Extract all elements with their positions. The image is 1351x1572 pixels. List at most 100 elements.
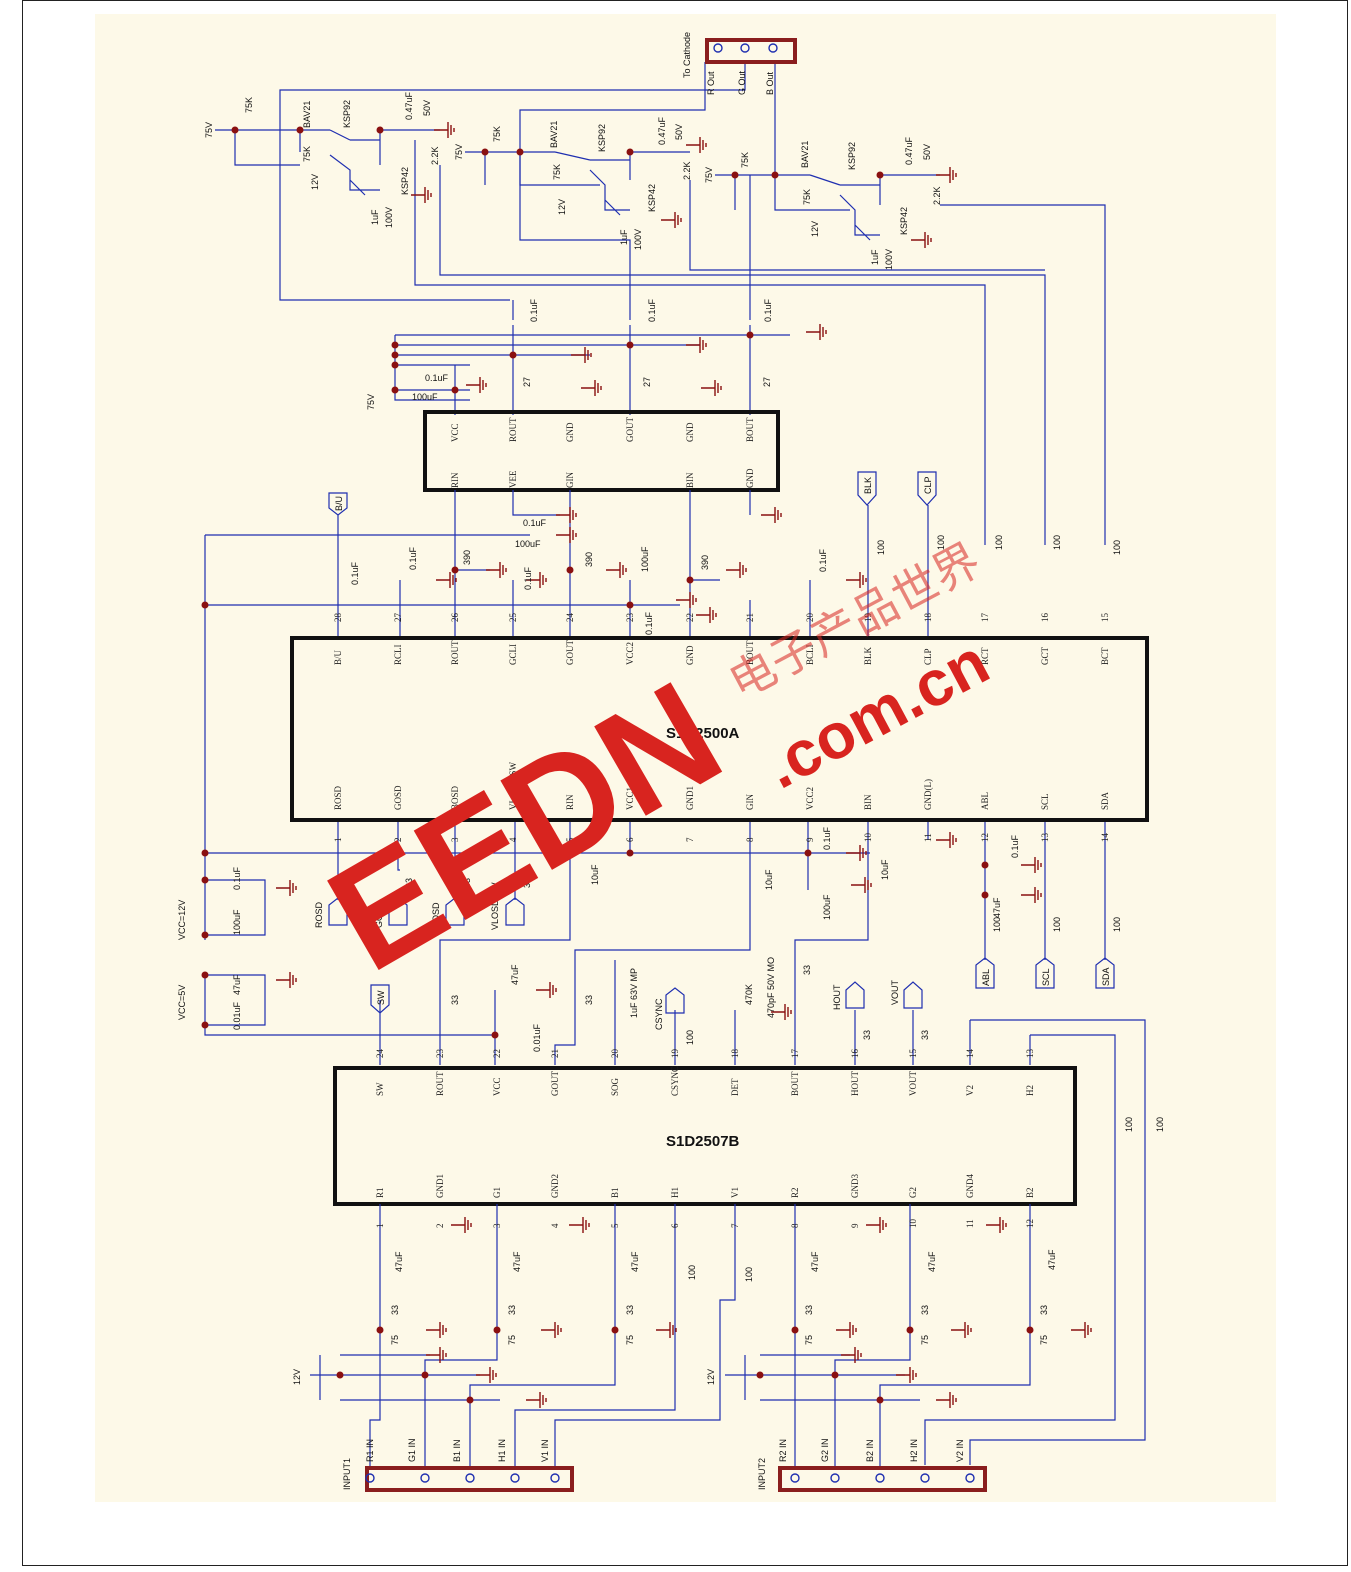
r100-h1: 100 xyxy=(687,1265,697,1280)
r27-b: 27 xyxy=(642,377,652,387)
ic1-top-pin-1-number: 27 xyxy=(393,613,403,623)
ic1-top-pin-12-number: 16 xyxy=(1040,613,1050,623)
cathode-pin-b: B Out xyxy=(765,71,775,95)
ic2-bottom-pin-5-number: 6 xyxy=(670,1223,680,1228)
junction-dots xyxy=(201,126,1034,1404)
ic1-bottom-pin-1-name: GOSD xyxy=(393,785,403,810)
ic1-bottom-pin-4-number: 5 xyxy=(565,837,575,842)
ic1-bottom-pin-1-number: 2 xyxy=(393,838,403,843)
ic2-bottom-pin-10-name: GND4 xyxy=(965,1174,975,1198)
amp-bottom-pin-1-name: VEE xyxy=(508,470,518,488)
amp-bottom-pin-2-name: GIN xyxy=(565,472,575,488)
ic2-bottom-pin-4-number: 5 xyxy=(610,1223,620,1228)
c47uf-b2: 47uF xyxy=(1047,1249,1057,1270)
r75-g2: 75 xyxy=(920,1335,930,1345)
cathode-pin-r: R Out xyxy=(706,71,716,95)
ic1-top-pin-9-name: BLK xyxy=(863,646,873,665)
r75-r2: 75 xyxy=(804,1335,814,1345)
supply-75v-3: 75V xyxy=(704,167,714,183)
c01-vcc2: 0.1uF xyxy=(822,826,832,850)
ic1-bottom-pin-0-number: 1 xyxy=(333,838,343,843)
r33-b1: 33 xyxy=(625,1305,635,1315)
ic1-bottom-pin-10-number: 11 xyxy=(923,833,933,842)
ic1-top-pin-13-name: BCT xyxy=(1100,647,1110,665)
ic2-top-pin-6-name: DET xyxy=(730,1078,740,1096)
input1-title: INPUT1 xyxy=(342,1458,352,1490)
ksp42-2: KSP42 xyxy=(647,184,657,212)
r27-a: 27 xyxy=(522,377,532,387)
ic1-top-pin-11-number: 17 xyxy=(980,613,990,623)
ksp92-2: KSP92 xyxy=(597,124,607,152)
ic2-bottom-pin-2-number: 3 xyxy=(492,1223,502,1228)
ic2-top-pin-3-name: GOUT xyxy=(550,1071,560,1096)
ic2-top-pin-0-name: SW xyxy=(375,1082,385,1096)
flag-clp: CLP xyxy=(923,476,933,494)
ic1-bottom-pin-6-number: 7 xyxy=(685,837,695,842)
ic2-bottom-pin-4-name: B1 xyxy=(610,1187,620,1198)
r75-g1: 75 xyxy=(507,1335,517,1345)
ic1-top-pin-1-name: RCLI xyxy=(393,644,403,665)
ic2-bottom-pin-7-name: R2 xyxy=(790,1187,800,1198)
r33-bout: 33 xyxy=(802,965,812,975)
ic2-bottom-pin-0-name: R1 xyxy=(375,1187,385,1198)
input1-pin-b: B1 IN xyxy=(452,1439,462,1462)
supply-12v-4: 12V xyxy=(292,1369,302,1385)
ic2-bottom-pin-3-number: 4 xyxy=(550,1223,560,1228)
r33-r1: 33 xyxy=(390,1305,400,1315)
r390-c: 390 xyxy=(700,555,710,570)
c047-1: 0.47uF xyxy=(404,91,414,120)
input1-pin-r: R1 IN xyxy=(365,1439,375,1462)
r100-csync: 100 xyxy=(685,1030,695,1045)
signal-flags: BLK CLP B/U ABL SCL SDA SW CSYNC HOUT VO… xyxy=(314,471,1115,1030)
ic1-top-pin-13-number: 15 xyxy=(1100,613,1110,623)
c01-b: 0.1uF xyxy=(647,298,657,322)
r75k-1: 75K xyxy=(244,97,254,113)
ic1-bottom-pin-10-name: GND(L) xyxy=(923,779,933,810)
c01-vcc12: 0.1uF xyxy=(232,866,242,890)
cathode-title: To Cathode xyxy=(682,32,692,78)
ic1-bottom-pin-12-number: 13 xyxy=(1040,833,1050,843)
input1-connector: INPUT1 R1 IN G1 IN B1 IN H1 IN V1 IN xyxy=(342,1438,550,1490)
r33-r2: 33 xyxy=(804,1305,814,1315)
supply-12v-2: 12V xyxy=(557,199,567,215)
ic1-bottom-pin-3-name: VLOSD_SW xyxy=(508,761,518,810)
connector-shapes xyxy=(365,38,987,1492)
c47uf-vcc: 47uF xyxy=(510,964,520,985)
c47uf-g2: 47uF xyxy=(927,1251,937,1272)
r100-abl: 100 xyxy=(992,917,1002,932)
ic2-bottom-pin-2-name: G1 xyxy=(492,1187,502,1198)
ic1-bottom-pin-5-number: 6 xyxy=(625,837,635,842)
r390-a: 390 xyxy=(462,550,472,565)
supply-vcc5: VCC=5V xyxy=(177,985,187,1020)
ic1-bottom-pin-13-name: SDA xyxy=(1100,791,1110,810)
ic2-top-pin-9-name: VOUT xyxy=(908,1071,918,1096)
c1uf-1: 1uF xyxy=(370,209,380,225)
ic1-top-pin-7-name: BOUT xyxy=(745,640,755,665)
r75-b2: 75 xyxy=(1039,1335,1049,1345)
r100-blk: 100 xyxy=(876,540,886,555)
c100uf-vcc2: 100uF xyxy=(822,894,832,920)
ksp92-3: KSP92 xyxy=(847,142,857,170)
supply-12v-1: 12V xyxy=(310,174,320,190)
amp-bottom-pin-3-name: BIN xyxy=(685,472,695,488)
input2-pin-v: V2 IN xyxy=(955,1439,965,1462)
c100uf-c: 100uF xyxy=(640,546,650,572)
r100-clp: 100 xyxy=(936,535,946,550)
flag-blk: BLK xyxy=(863,477,873,494)
r33-hout: 33 xyxy=(862,1030,872,1040)
v50-1: 50V xyxy=(422,100,432,116)
v50-3: 50V xyxy=(922,144,932,160)
r100-h2: 100 xyxy=(1124,1117,1134,1132)
bav21-1: BAV21 xyxy=(302,101,312,128)
r75-b1: 75 xyxy=(625,1335,635,1345)
r33-g1: 33 xyxy=(507,1305,517,1315)
c10uf-gin: 10uF xyxy=(764,869,774,890)
ic1-top-pin-5-number: 23 xyxy=(625,613,635,623)
ic1-bottom-pin-12-name: SCL xyxy=(1040,793,1050,810)
r100-v2: 100 xyxy=(1155,1117,1165,1132)
c47uf-r1: 47uF xyxy=(394,1251,404,1272)
supply-labels: 75V 75V 75V 75V 12V 12V 12V 12V 12V VCC=… xyxy=(177,122,820,1385)
ic2-bottom-pin-6-number: 7 xyxy=(730,1223,740,1228)
c47uf-r2: 47uF xyxy=(810,1251,820,1272)
